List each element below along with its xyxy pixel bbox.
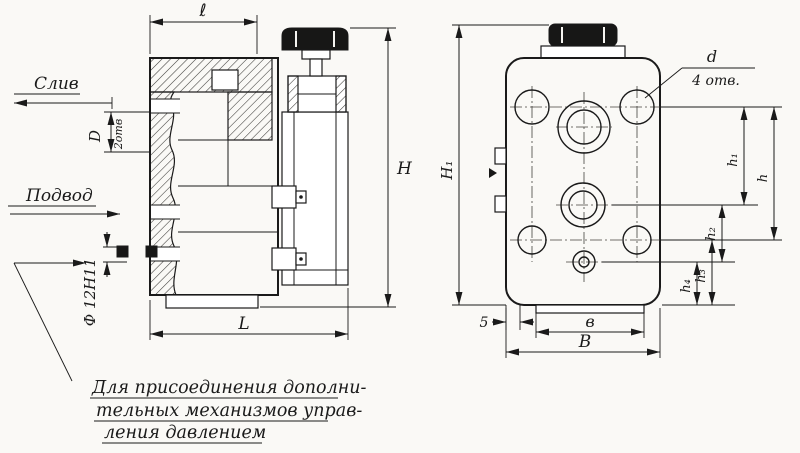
dim-L-label: L — [237, 314, 249, 334]
dim-h: h — [756, 107, 778, 240]
left-fitting-upper — [494, 147, 507, 165]
right-ext-lines — [602, 106, 782, 306]
leader-line — [644, 67, 683, 99]
dim-H: H — [260, 27, 413, 308]
mount-hole-bottom-left — [517, 225, 547, 255]
note-line3: ления давлением — [104, 423, 266, 443]
small-bore-inner — [578, 256, 590, 268]
dim-l-label: ℓ — [198, 1, 206, 21]
fitting-dot — [299, 257, 303, 261]
left-pointer-mark — [489, 168, 497, 178]
stem-collar — [301, 49, 331, 60]
mid-bore-outer — [560, 182, 606, 228]
fitting-body — [271, 185, 297, 209]
body-left-wall-hatch — [149, 91, 178, 296]
note-line1: Для присоединения дополни- — [91, 378, 367, 398]
note-leader — [13, 259, 86, 382]
dim-h3-label: h₃ — [694, 269, 709, 283]
dim-B-label: B — [578, 332, 592, 352]
dim-d-holes-label: 4 отв. — [691, 73, 740, 89]
base-strip — [535, 304, 645, 314]
mount-hole-top-right — [619, 89, 655, 125]
screw-housing-hatch — [335, 75, 347, 113]
main-bore-inner — [566, 109, 602, 145]
hand-knob-front — [548, 23, 618, 47]
drain-port-channel — [149, 99, 180, 113]
drain-label: Слив — [34, 74, 79, 94]
dim-h2: h₂ — [704, 205, 726, 262]
left-view-section: ℓ Слив D 2отв Подвод Ф — [8, 1, 413, 382]
dim-h1-label: h₁ — [726, 153, 741, 167]
dim-l: ℓ — [149, 1, 258, 54]
dim-5-label: 5 — [480, 315, 489, 331]
dim-h4-label: h₄ — [679, 279, 694, 293]
callout-d: d 4 отв. — [644, 47, 755, 99]
port-seal-right — [145, 245, 158, 258]
dim-d-label: d — [707, 47, 717, 66]
fitting-body — [271, 247, 297, 271]
dim-h2-label: h₂ — [704, 227, 719, 241]
main-bore-outer — [557, 100, 611, 154]
side-fitting-lower — [271, 247, 307, 271]
dim-h4: h₄ — [679, 262, 701, 305]
top-cavity — [211, 69, 239, 91]
right-view-front: d 4 отв. H₁ h₁ h h₂ — [438, 23, 782, 358]
dim-h-label: h — [756, 174, 771, 182]
stem — [309, 58, 323, 77]
note-block: Для присоединения дополни- тельных механ… — [90, 378, 367, 444]
dim-H-label: H — [396, 159, 413, 179]
fitting-dot — [299, 195, 303, 199]
body-upper-right-hatch — [227, 91, 273, 141]
small-bore-outer — [572, 250, 596, 274]
note-line2: тельных механизмов управ- — [96, 401, 362, 421]
screw-housing-hatch — [287, 75, 299, 113]
dim-B: B — [505, 308, 661, 358]
dim-f12-label: Ф 12Н11 — [81, 258, 99, 326]
holes — [514, 89, 655, 274]
supply-port: Подвод — [8, 186, 120, 218]
note-leader-line — [13, 262, 73, 382]
dim-D-holes-label: 2отв — [112, 119, 125, 150]
dim-h1: h₁ — [726, 107, 748, 205]
mid-bore-inner — [568, 190, 598, 220]
base-plate — [165, 294, 259, 309]
dim-f12: Ф 12Н11 — [81, 232, 127, 326]
cap-plate — [540, 45, 626, 59]
dim-H1-label: H₁ — [438, 160, 456, 180]
side-fitting-upper — [271, 185, 307, 209]
drain-port: Слив — [14, 74, 113, 109]
dim-H1: H₁ — [438, 24, 549, 306]
supply-port-channel — [149, 205, 180, 219]
adjuster-assembly — [281, 27, 349, 286]
dim-v: в — [535, 312, 645, 338]
centerlines — [510, 86, 660, 282]
body-top-wall-hatch — [149, 57, 273, 93]
supply-label: Подвод — [25, 186, 93, 206]
left-fitting-lower — [494, 195, 507, 213]
port-seal-left — [116, 245, 129, 258]
dim-v-label: в — [585, 312, 594, 331]
dim-D-label: D — [86, 130, 104, 143]
dim-L: L — [149, 288, 349, 340]
mount-hole-top-left — [514, 89, 550, 125]
mount-hole-bottom-right — [622, 225, 652, 255]
hand-knob — [281, 27, 349, 51]
dim-5: 5 — [480, 305, 534, 331]
dim-D: D 2отв — [86, 111, 150, 153]
